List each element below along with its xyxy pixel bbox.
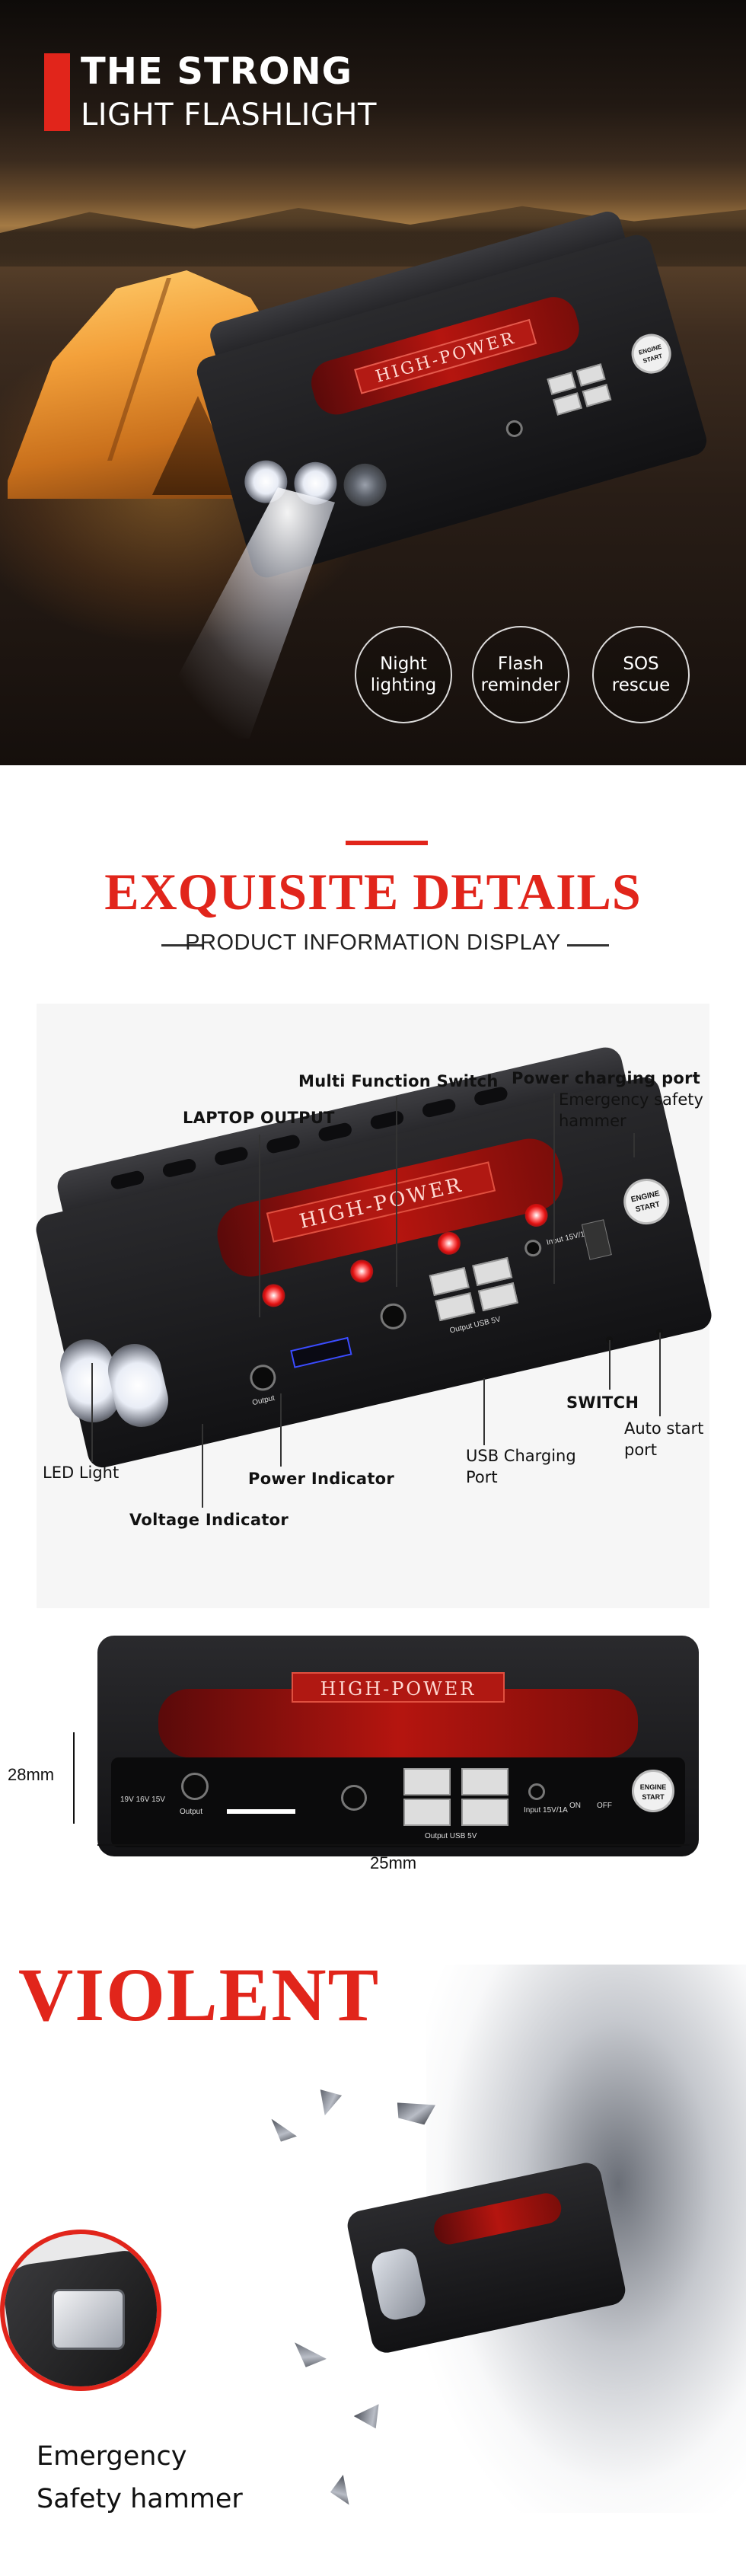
- usb-port: [461, 1799, 508, 1826]
- callout-line-text: Emergency safety: [559, 1090, 703, 1109]
- subtitle-rule-right: [567, 944, 609, 946]
- callout-line: [609, 1340, 611, 1390]
- callout-line: [91, 1363, 93, 1462]
- power-indicator-bar: [227, 1809, 295, 1814]
- dimension-device-image: HIGH-POWER 19V 16V 15V Output Output USB…: [97, 1636, 699, 1856]
- power-button-icon: [341, 1785, 367, 1811]
- callout-line: [280, 1393, 282, 1467]
- callout-line: [553, 1093, 555, 1284]
- callout-laptop-output: LAPTOP OUTPUT: [183, 1109, 335, 1127]
- feature-line: reminder: [480, 675, 561, 695]
- glass-shard: [264, 2119, 299, 2147]
- glass-shard: [316, 2083, 346, 2115]
- details-title: EXQUISITE DETAILS: [104, 863, 642, 921]
- caption-line: Safety hammer: [37, 2484, 243, 2514]
- callout-line: [633, 1133, 635, 1157]
- laptop-output-port: [181, 1773, 209, 1800]
- width-dimension: 25mm: [370, 1853, 417, 1872]
- details-accent-bar: [346, 841, 428, 845]
- callout-line-text: USB Charging: [466, 1447, 576, 1465]
- subtitle-rule-left: [161, 944, 203, 946]
- callout-power-indicator: Power Indicator: [248, 1470, 395, 1488]
- caption-line: Emergency: [37, 2441, 187, 2472]
- usb-output-label: Output USB 5V: [425, 1832, 477, 1840]
- violent-caption: Emergency Safety hammer: [37, 2435, 243, 2520]
- device-port-panel: [111, 1757, 685, 1847]
- details-subtitle: PRODUCT INFORMATION DISPLAY: [185, 930, 561, 955]
- feature-line: Flash: [497, 654, 544, 674]
- glass-shard: [287, 2336, 327, 2373]
- callout-led-light: LED Light: [43, 1464, 120, 1482]
- usb-port: [403, 1768, 451, 1796]
- callout-line: [202, 1424, 203, 1508]
- callout-auto-start-port: Auto start port: [624, 1418, 703, 1460]
- callout-voltage-indicator: Voltage Indicator: [129, 1511, 289, 1529]
- callout-dot: [606, 1336, 613, 1343]
- off-label: OFF: [597, 1802, 612, 1810]
- violent-title: VIOLENT: [18, 1952, 381, 2037]
- glass-shard: [326, 2475, 358, 2510]
- feature-line: SOS: [623, 654, 659, 674]
- callout-line: [659, 1333, 661, 1416]
- height-dimension: 28mm: [8, 1765, 55, 1784]
- callout-line: [483, 1378, 485, 1445]
- input-label: Input 15V/1A: [524, 1806, 568, 1815]
- height-dimension-line: [73, 1732, 75, 1824]
- engine-start-badge: ENGINE START: [632, 1770, 674, 1812]
- callout-line: [396, 1096, 397, 1287]
- callout-switch: SWITCH: [566, 1393, 639, 1412]
- callout-emergency-hammer: Emergency safety hammer: [559, 1089, 703, 1132]
- on-label: ON: [569, 1802, 581, 1810]
- callout-line-text: port: [624, 1441, 658, 1459]
- voltage-label: 19V 16V 15V: [120, 1796, 165, 1804]
- callout-usb-charging-port: USB Charging Port: [466, 1445, 576, 1488]
- callout-dot: [656, 1329, 663, 1336]
- callout-multi-function-switch: Multi Function Switch: [298, 1072, 499, 1090]
- title-accent-bar: [44, 53, 70, 131]
- hero-subtitle: LIGHT FLASHLIGHT: [81, 97, 377, 132]
- feature-line: lighting: [370, 675, 437, 695]
- usb-port: [403, 1799, 451, 1826]
- callout-line-text: Auto start: [624, 1419, 704, 1438]
- hero-banner: HIGH-POWER ENGINE START THE STRONG LIGHT…: [0, 0, 746, 765]
- callout-line: [259, 1135, 260, 1317]
- callout-line-text: Port: [466, 1468, 498, 1486]
- power-charging-port: [528, 1783, 545, 1800]
- glass-shard: [354, 2400, 390, 2434]
- width-dimension-line: [97, 1844, 690, 1846]
- callout-power-charging-port: Power charging port: [512, 1069, 701, 1087]
- feature-line: Night: [380, 654, 427, 674]
- output-label: Output: [180, 1808, 203, 1816]
- hammer-zoom-circle: [0, 2230, 161, 2391]
- callout-line-text: hammer: [559, 1112, 626, 1130]
- usb-port: [461, 1768, 508, 1796]
- feature-line: rescue: [611, 675, 671, 695]
- device-brand-label: HIGH-POWER: [292, 1672, 505, 1703]
- hero-title: THE STRONG: [81, 50, 353, 93]
- safety-hammer-icon: [52, 2289, 125, 2350]
